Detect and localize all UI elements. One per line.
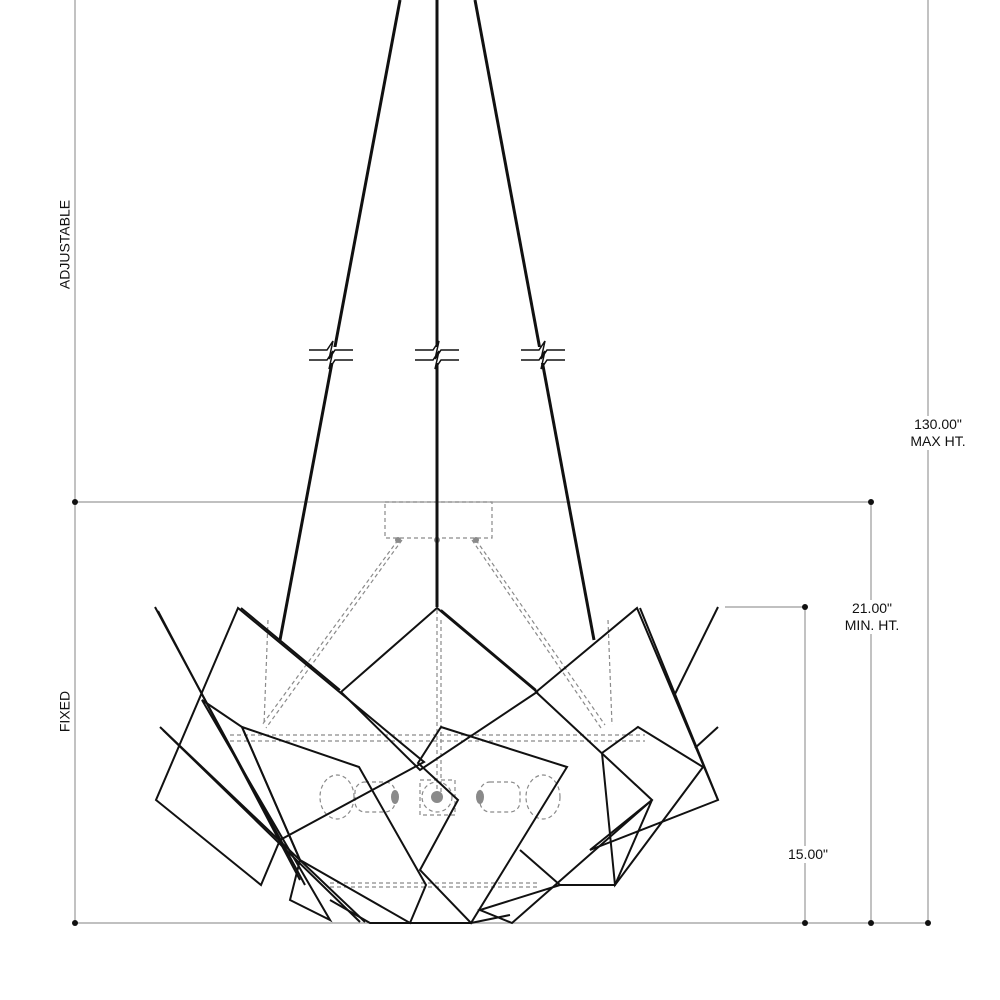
min-height-dimension: 21.00" MIN. HT.: [832, 600, 912, 634]
max-height-dimension: 130.00" MAX HT.: [898, 416, 978, 450]
shade-panels: [154, 606, 720, 925]
max-height-value: 130.00": [914, 416, 962, 432]
cable-break-symbols: [309, 340, 565, 370]
fixed-label: FIXED: [56, 681, 74, 742]
min-height-value: 21.00": [851, 600, 892, 616]
max-height-label: MAX HT.: [910, 433, 966, 449]
adjustable-label: ADJUSTABLE: [56, 199, 74, 290]
dimension-lines: [74, 0, 929, 924]
min-height-label: MIN. HT.: [844, 617, 900, 633]
body-height-value: 15.00": [778, 846, 838, 863]
hidden-frame: [230, 501, 645, 888]
suspension-cables: [278, 0, 596, 641]
dimension-dots: [72, 499, 931, 926]
